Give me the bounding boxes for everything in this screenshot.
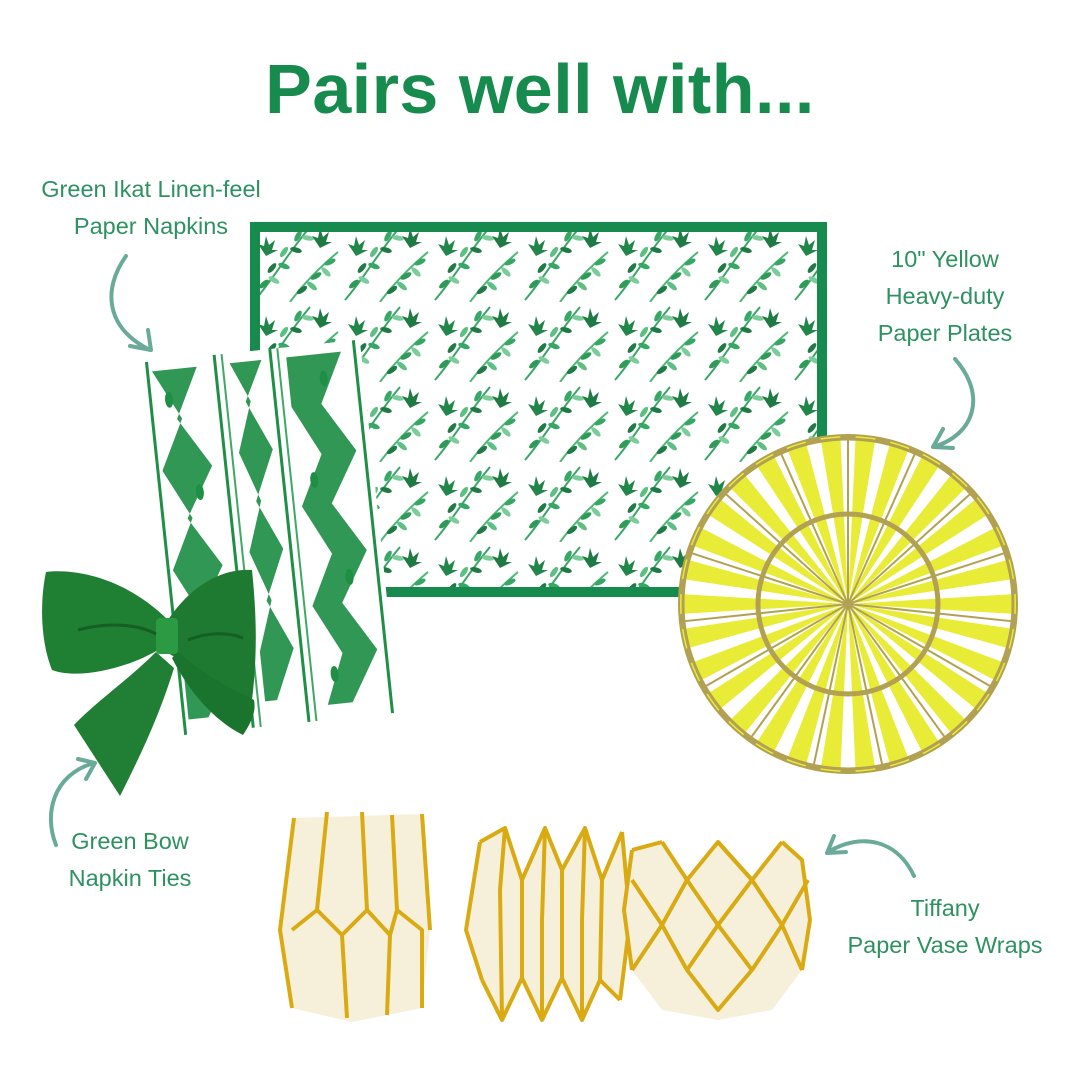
label-bow-line-2: Napkin Ties [68, 865, 192, 891]
curved-arrow-icon [825, 834, 916, 878]
label-plates-line-3: Paper Plates [877, 320, 1013, 346]
vase-wrap-2 [464, 826, 632, 1022]
label-napkins-line-2: Paper Napkins [73, 213, 229, 239]
label-napkins: Green Ikat Linen-feel Paper Napkins [28, 171, 274, 245]
label-bow-line-1: Green Bow [71, 828, 189, 854]
label-plates: 10" Yellow Heavy-duty Paper Plates [860, 241, 1030, 352]
label-vases-line-2: Paper Vase Wraps [847, 932, 1043, 958]
vase-wrap-1 [278, 811, 432, 1022]
curved-arrow-icon [931, 357, 976, 450]
label-napkins-line-1: Green Ikat Linen-feel [41, 176, 261, 202]
label-vases-line-1: Tiffany [910, 895, 980, 921]
vase-wrap-3 [622, 840, 812, 1020]
ikat-napkin-image [141, 339, 399, 736]
striped-plate-image [676, 432, 1020, 776]
vase-wrap-image [272, 800, 812, 1030]
label-plates-line-2: Heavy-duty [885, 283, 1005, 309]
label-plates-line-1: 10" Yellow [891, 246, 999, 272]
label-bow: Green Bow Napkin Ties [50, 823, 210, 897]
curved-arrow-icon [109, 254, 153, 352]
curved-arrow-icon [48, 757, 97, 847]
velvet-bow-image [38, 560, 258, 800]
label-vases: Tiffany Paper Vase Wraps [832, 890, 1058, 964]
page-title: Pairs well with... [265, 50, 815, 128]
